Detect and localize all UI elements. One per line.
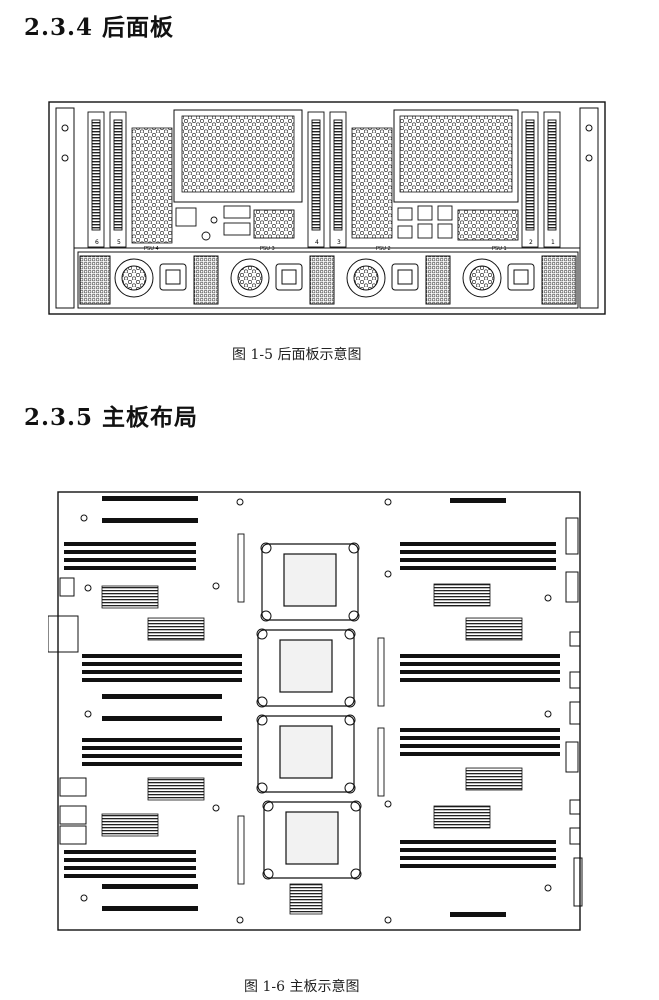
psu-label-2: PSU 2 xyxy=(376,246,391,252)
section-heading-rear-panel: 2.3.4 后面板 xyxy=(24,14,175,41)
slot-number-6: 6 xyxy=(95,239,99,246)
psu-label-3: PSU 3 xyxy=(260,246,275,252)
slot-number-3: 3 xyxy=(337,239,341,246)
psu-label-4: PSU 4 xyxy=(144,246,159,252)
psu-label-1: PSU 1 xyxy=(492,246,507,252)
slot-number-1: 1 xyxy=(551,239,555,246)
slot-number-2: 2 xyxy=(529,239,533,246)
section-heading-mainboard: 2.3.5 主板布局 xyxy=(24,404,199,431)
slot-number-5: 5 xyxy=(117,239,121,246)
slot-number-4: 4 xyxy=(315,239,319,246)
rear-panel-diagram: 6 5 4 3 2 1 xyxy=(48,101,606,315)
figure-caption-mainboard: 图 1-6 主板示意图 xyxy=(244,979,360,995)
mainboard-diagram xyxy=(48,491,583,931)
figure-caption-rear-panel: 图 1-5 后面板示意图 xyxy=(232,347,362,363)
